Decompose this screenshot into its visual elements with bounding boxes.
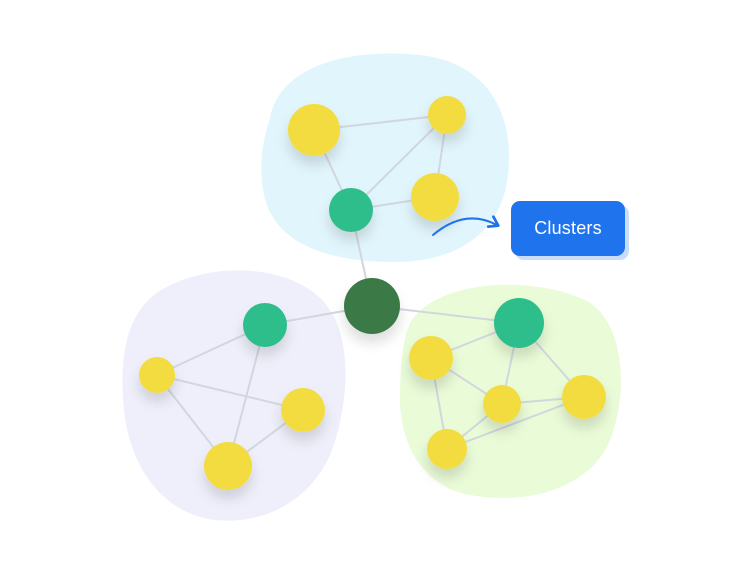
node-yellow (288, 104, 340, 156)
node-yellow (409, 336, 453, 380)
node-yellow (204, 442, 252, 490)
clusters-label: Clusters (511, 201, 625, 256)
node-yellow (139, 357, 175, 393)
node-yellow (562, 375, 606, 419)
node-yellow (281, 388, 325, 432)
nodes (139, 96, 606, 490)
node-yellow (428, 96, 466, 134)
node-green (243, 303, 287, 347)
edge (350, 114, 448, 211)
node-green (494, 298, 544, 348)
node-center (344, 278, 400, 334)
node-yellow (427, 429, 467, 469)
node-green (329, 188, 373, 232)
curved-arrow-icon (432, 215, 500, 236)
cluster-blob-left (122, 270, 346, 521)
edge (446, 396, 585, 450)
node-yellow (411, 173, 459, 221)
cluster-blob-top (261, 53, 509, 262)
edge (156, 374, 304, 411)
node-yellow (483, 385, 521, 423)
